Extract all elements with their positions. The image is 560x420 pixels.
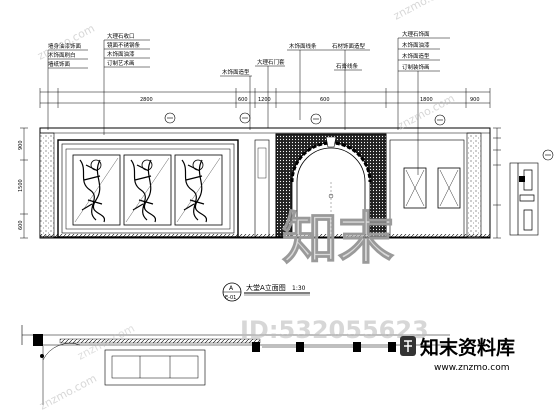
label-left-stack-1-c: 墙纸饰面	[48, 60, 71, 68]
label-mid-1: 木饰面造型	[222, 68, 250, 76]
symbol-bottom: E-01	[225, 295, 236, 301]
label-right-stack-d: 订制装饰画	[402, 63, 430, 71]
label-left-stack-2-d: 订制艺术画	[107, 59, 135, 67]
plan-view	[21, 325, 450, 405]
watermark-diag-1: znzmo.com	[391, 0, 453, 23]
dim-1: 2800	[140, 97, 153, 103]
symbol-top: A	[229, 285, 234, 292]
top-annotations: 墙身油漆饰面 木饰面刷白 墙纸饰面 大理石收口 镜面不锈钢条 木饰面油漆 订制艺…	[47, 30, 450, 175]
brand-cn: 知末资料库	[420, 336, 515, 359]
dim-left-2: 1500	[18, 179, 24, 192]
dim-4: 600	[320, 97, 330, 103]
elevation-scale: 1:30	[292, 285, 306, 292]
label-left-stack-2-b: 镜面不锈钢条	[107, 41, 141, 49]
dimension-lines-right	[493, 127, 501, 239]
callouts	[164, 112, 446, 126]
label-mid-3: 木饰面线条	[289, 42, 317, 50]
section-detail	[509, 149, 554, 236]
elevation-title: 大堂A立面图	[246, 283, 286, 292]
dimension-lines-top	[39, 88, 491, 108]
dimension-text-top: 2800 600 1200 600 1800 900	[140, 97, 480, 103]
dim-5: 1800	[420, 97, 433, 103]
label-left-stack-2-a: 大理石收口	[107, 32, 135, 40]
dimension-text-left: 900 1500 600	[18, 140, 24, 230]
label-mid-4: 石材饰面造型	[332, 42, 366, 50]
dimension-lines-left	[20, 127, 28, 239]
plan-column-1	[33, 334, 43, 346]
painting-3	[174, 154, 223, 226]
label-left-stack-1-b: 木饰面刷白	[48, 51, 76, 59]
label-right-stack-b: 木饰面油漆	[402, 41, 430, 49]
painting-2	[123, 154, 172, 226]
right-wall-panels	[389, 139, 465, 238]
dim-2: 600	[238, 97, 248, 103]
pilaster	[254, 139, 270, 238]
painting-1	[72, 154, 121, 226]
elevation-title-block: A E-01 大堂A立面图 1:30	[222, 282, 310, 302]
brand-url: www.znzmo.com	[434, 363, 509, 373]
dim-left-1: 900	[18, 140, 24, 150]
arch-doorway	[275, 133, 387, 238]
label-right-stack-c: 木饰面造型	[402, 52, 430, 60]
elevation	[39, 127, 491, 239]
label-mid-2: 大理石门套	[257, 58, 285, 66]
label-left-stack-2-c: 木饰面油漆	[107, 50, 135, 58]
label-right-stack-a: 大理石饰面	[402, 30, 430, 38]
watermark-id: ID:532055623	[240, 316, 429, 344]
label-mid-5: 石膏线条	[336, 62, 359, 70]
watermark-logo: 知末	[282, 207, 394, 272]
dim-6: 900	[470, 97, 480, 103]
dim-left-3: 600	[18, 220, 24, 230]
left-stone-column	[39, 132, 55, 239]
dim-3: 1200	[258, 97, 271, 103]
brand-badge: 知末资料库 www.znzmo.com	[400, 336, 515, 373]
watermark-diag-4: znzmo.com	[37, 372, 99, 413]
right-stone-column	[466, 132, 482, 239]
label-left-stack-1-a: 墙身油漆饰面	[48, 42, 82, 50]
plan-sofa	[104, 349, 206, 386]
